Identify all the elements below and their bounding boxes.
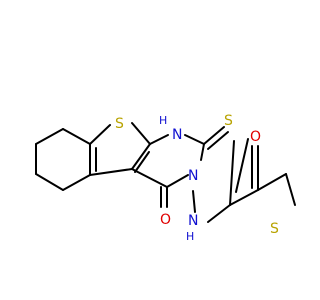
atom-o-ring-carbonyl: O [160, 212, 171, 228]
bond [229, 140, 235, 206]
bonds [35, 122, 259, 223]
atom-n-amide: N [188, 213, 198, 229]
bond [35, 173, 64, 191]
atom-n-amide-h: H [186, 230, 194, 243]
bond [62, 128, 91, 145]
bond [131, 122, 151, 145]
atom-s-thione: S [224, 113, 233, 129]
atom-labels: S N H S N O N H O S [115, 113, 279, 243]
bond [192, 190, 196, 213]
background [0, 0, 300, 300]
bond [184, 134, 205, 145]
bond [131, 143, 151, 170]
bond [134, 151, 150, 173]
bonds-right [251, 145, 296, 206]
atom-n1: N [172, 127, 182, 143]
bond [229, 189, 259, 206]
bond [62, 174, 91, 191]
bond [89, 168, 133, 176]
bond [35, 128, 64, 145]
bond [166, 174, 189, 188]
bond [285, 173, 296, 206]
atom-n3: N [188, 168, 198, 184]
bond [149, 134, 169, 145]
molecule-structure: S N H S N O N H O S [0, 0, 300, 300]
bond [207, 204, 231, 223]
bond [203, 126, 225, 145]
bond [131, 168, 168, 188]
bond [207, 131, 229, 150]
bond [200, 143, 205, 161]
atom-s-thiophene-right: S [270, 221, 279, 237]
atom-s-thiophene-core: S [115, 116, 124, 132]
bond [89, 124, 111, 145]
bond [235, 138, 249, 193]
atom-n1-h: H [159, 114, 167, 127]
atom-o-amide: O [250, 129, 261, 145]
bond [257, 173, 287, 191]
